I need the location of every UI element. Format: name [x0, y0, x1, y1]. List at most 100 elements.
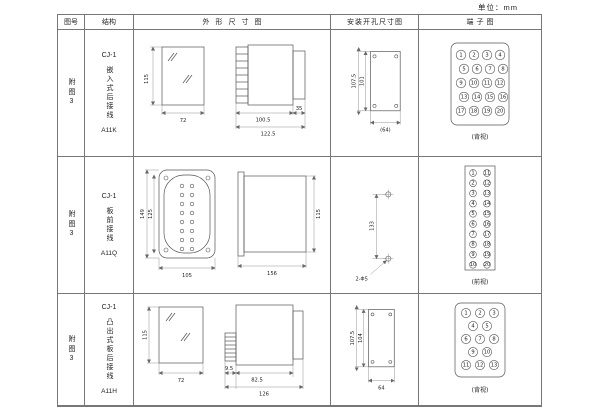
svg-text:17: 17 [458, 109, 465, 115]
svg-text:100.5: 100.5 [255, 118, 270, 124]
svg-text:18: 18 [484, 241, 491, 247]
svg-text:9: 9 [471, 251, 474, 257]
svg-text:11: 11 [484, 81, 491, 87]
front-terminal-dots [179, 183, 194, 251]
header-mounting-dims: 安装开孔尺寸图 [331, 15, 419, 30]
svg-text:19: 19 [484, 109, 491, 115]
dim-hole-spacing: 133 [370, 193, 387, 259]
svg-text:2: 2 [471, 180, 474, 186]
svg-text:13: 13 [461, 95, 468, 101]
svg-text:9: 9 [471, 349, 474, 355]
svg-text:101: 101 [360, 76, 366, 86]
svg-text:156: 156 [267, 271, 277, 277]
svg-text:105: 105 [182, 273, 192, 279]
svg-text:7: 7 [488, 67, 491, 73]
dim-vertical: 107.5 101 [352, 47, 371, 116]
structure-label: 凸出式板后接线 [106, 318, 113, 381]
svg-text:15: 15 [484, 211, 491, 217]
svg-text:13: 13 [484, 190, 491, 196]
type-code-label: A11K [101, 127, 117, 134]
svg-text:107.5: 107.5 [350, 330, 356, 345]
outline-drawing-3: 115 72 82.5 9.5 [142, 304, 303, 397]
svg-text:9.5: 9.5 [224, 366, 232, 372]
terminal-block-outline [454, 302, 506, 377]
svg-text:16: 16 [484, 221, 491, 227]
figure-no-cell-1: 附图3 [58, 30, 85, 157]
svg-text:14: 14 [474, 95, 481, 101]
structure-cell-3: CJ-1 凸出式板后接线 A11H [85, 294, 134, 406]
outline-drawing-cell-3: 115 72 82.5 9.5 [134, 294, 331, 406]
svg-text:1: 1 [464, 310, 467, 316]
svg-text:11: 11 [463, 362, 470, 368]
svg-text:12: 12 [497, 81, 504, 87]
svg-text:10: 10 [484, 349, 491, 355]
svg-text:4: 4 [498, 53, 502, 59]
svg-text:18: 18 [471, 109, 478, 115]
dim-height: 115 [144, 46, 162, 106]
dim-width: 72 [158, 362, 203, 384]
figure-no-cell-3: 附图3 [58, 294, 85, 406]
dim-depth: 100.5 35 122.5 [235, 99, 305, 138]
svg-text:122.5: 122.5 [260, 132, 275, 138]
structure-cell-1: CJ-1 嵌入式后接线 A11K [85, 30, 134, 157]
svg-text:(64): (64) [380, 128, 391, 134]
svg-text:5: 5 [485, 323, 488, 329]
side-view [235, 44, 305, 106]
figure-no-label: 附图3 [68, 210, 75, 240]
view-label: (前视) [472, 278, 489, 286]
svg-text:126: 126 [259, 391, 269, 397]
svg-text:115: 115 [142, 330, 148, 340]
model-label: CJ-1 [101, 52, 117, 59]
svg-text:5: 5 [471, 211, 474, 217]
svg-text:115: 115 [316, 209, 322, 219]
svg-text:4: 4 [471, 323, 475, 329]
dim-side-height: 115 [305, 175, 322, 252]
outline-drawing-cell-2: 149 125 105 156 115 [134, 157, 331, 294]
svg-text:8: 8 [471, 241, 474, 247]
svg-text:115: 115 [144, 74, 150, 84]
svg-text:2: 2 [478, 310, 481, 316]
front-view [161, 46, 204, 106]
svg-text:7: 7 [471, 231, 474, 237]
type-code-label: A11Q [100, 250, 118, 257]
svg-text:20: 20 [497, 109, 504, 115]
svg-text:20: 20 [484, 262, 491, 268]
svg-text:3: 3 [492, 310, 495, 316]
svg-text:4: 4 [471, 200, 475, 206]
unit-label: 单位：mm [478, 3, 518, 12]
svg-text:64: 64 [378, 385, 385, 391]
svg-text:19: 19 [484, 251, 491, 257]
svg-text:2: 2 [472, 53, 475, 59]
svg-text:149: 149 [140, 209, 146, 219]
front-view [158, 169, 215, 258]
dim-horizontal: 64 [368, 366, 395, 391]
mounting-drawing-cell-3: 107.5 104 64 [331, 294, 419, 406]
svg-text:35: 35 [295, 106, 302, 112]
svg-text:107.5: 107.5 [352, 74, 358, 89]
mounting-drawing-1: 107.5 101 (64) [352, 47, 401, 134]
svg-text:8: 8 [501, 67, 504, 73]
spec-table: 图号 结构 外形尺寸图 安装开孔尺寸图 端子图 附图3 CJ-1 嵌入式后接线 … [57, 14, 542, 407]
dim-depth: 82.5 9.5 126 [224, 358, 303, 397]
dim-width: 72 [161, 105, 204, 124]
structure-label: 嵌入式后接线 [106, 66, 113, 120]
svg-text:2-Φ5: 2-Φ5 [355, 276, 367, 282]
svg-text:9: 9 [459, 81, 462, 87]
svg-text:12: 12 [477, 362, 484, 368]
structure-cell-2: CJ-1 板前接线 A11Q [85, 157, 134, 294]
svg-text:6: 6 [475, 67, 478, 73]
svg-text:72: 72 [179, 118, 186, 124]
header-terminal-diagram: 端子图 [419, 15, 541, 30]
cutout-outline [368, 308, 395, 367]
dim-width: 105 [158, 257, 215, 279]
outline-drawing-cell-1: 115 72 100.5 35 [134, 30, 331, 157]
view-label: (背视) [472, 386, 489, 394]
dim-vertical: 107.5 104 [350, 304, 369, 371]
svg-text:125: 125 [148, 209, 154, 219]
